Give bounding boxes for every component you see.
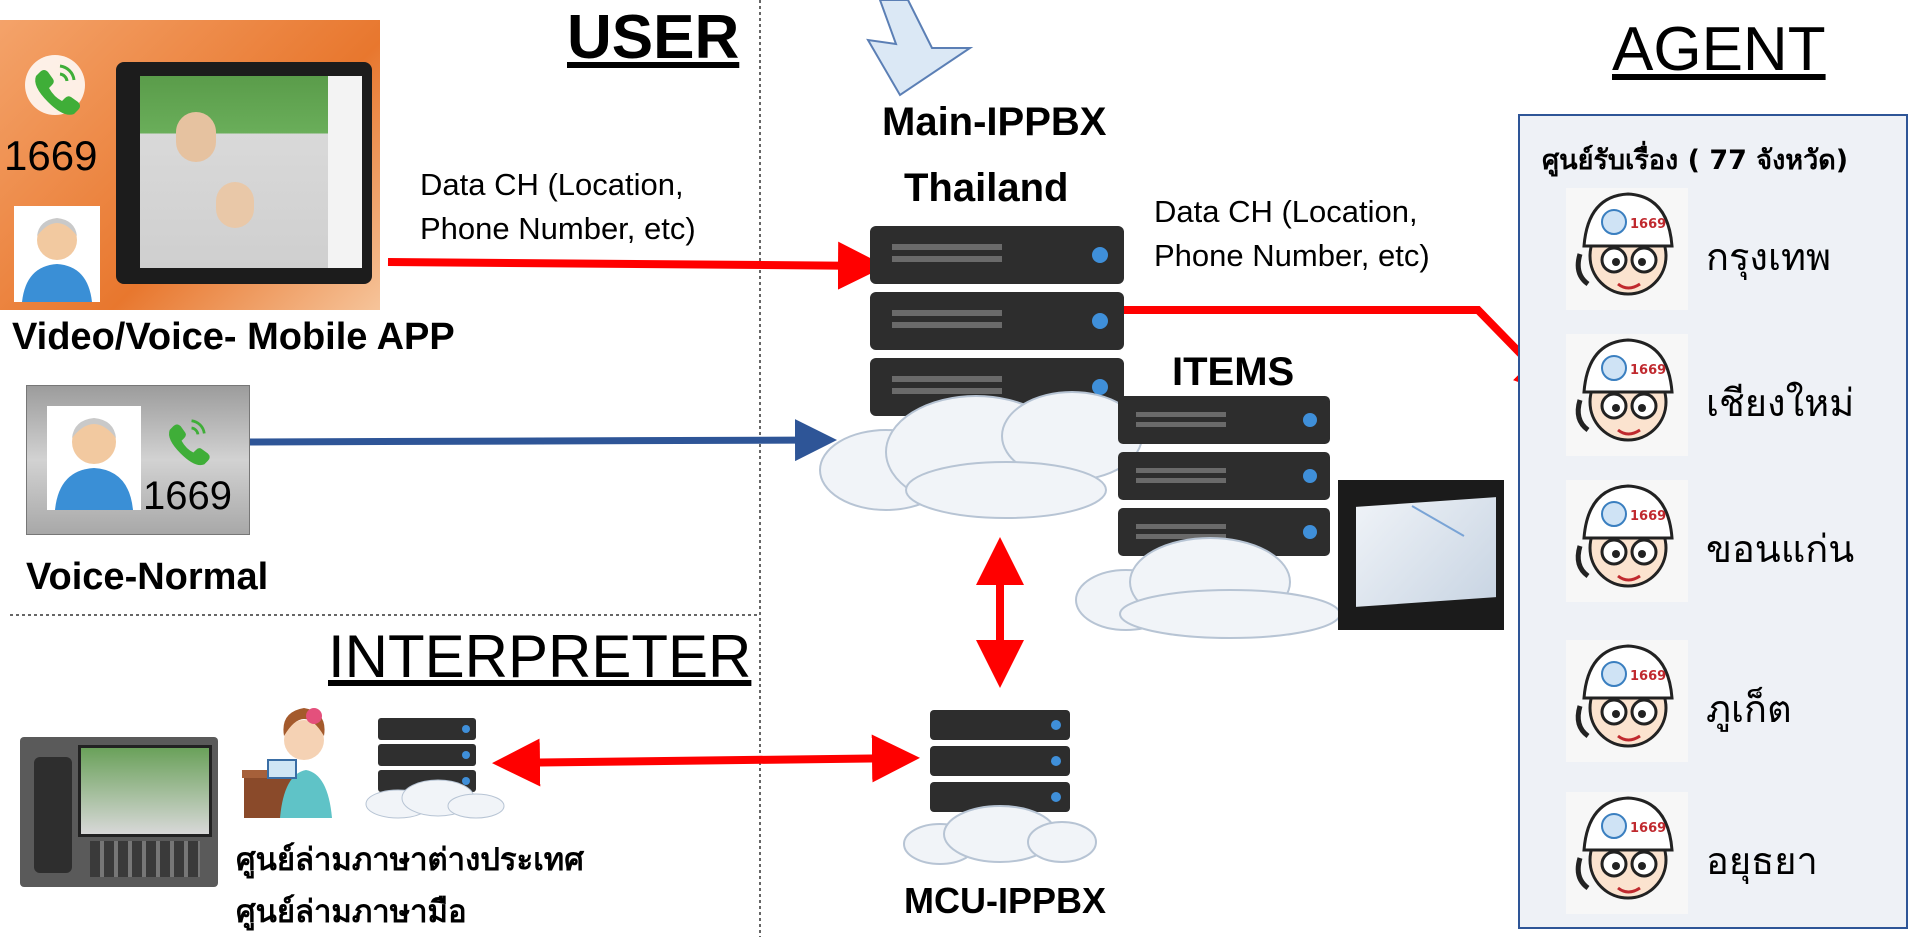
items-server-icon <box>1070 392 1350 642</box>
interpreter-heading: INTERPRETER <box>328 623 752 690</box>
agent-center-item: 1669 ขอนแก่น <box>1566 480 1896 602</box>
tablet-video-call-photo <box>116 62 372 284</box>
interpreter-center-sign: ศูนย์ล่ามภาษามือ <box>236 894 467 930</box>
mcu-server-icon <box>900 706 1100 874</box>
main-ippbx-server-icon <box>816 222 1156 522</box>
interpreter-center-foreign: ศูนย์ล่ามภาษาต่างประเทศ <box>236 842 584 878</box>
user-avatar-icon <box>47 406 141 510</box>
agent-center-item: 1669 เชียงใหม่ <box>1566 334 1896 456</box>
agent-center-name: ขอนแก่น <box>1706 527 1855 571</box>
mobile-data-channel-line-2: Phone Number, etc) <box>420 211 696 246</box>
agent-panel-title: ศูนย์รับเรื่อง ( 77 จังหวัด) <box>1542 145 1849 176</box>
mobile-to-main-arrow <box>387 241 886 290</box>
interpreter-server-icon <box>358 712 506 822</box>
interpreter-person-icon <box>242 706 338 820</box>
mobile-data-channel-text: Data CH (Location, Phone Number, etc) <box>420 163 696 251</box>
normal-voice-label: Voice-Normal <box>26 556 269 598</box>
agent-data-channel-line-1: Data CH (Location, <box>1154 194 1418 229</box>
call-taker-badge: 1669 <box>1630 217 1666 232</box>
agent-center-item: 1669 ภูเก็ต <box>1566 640 1896 762</box>
call-taker-badge: 1669 <box>1630 669 1666 684</box>
call-taker-badge: 1669 <box>1630 509 1666 524</box>
call-taker-icon: 1669 <box>1566 480 1688 602</box>
incoming-arrow <box>866 0 974 97</box>
agent-panel: ศูนย์รับเรื่อง ( 77 จังหวัด) 1669 กรุงเท… <box>1518 114 1908 929</box>
main-ippbx-country-label: Thailand <box>904 166 1069 210</box>
main-ippbx-label: Main-IPPBX <box>882 100 1107 144</box>
mobile-app-number: 1669 <box>4 132 98 179</box>
mobile-app-label: Video/Voice- Mobile APP <box>12 316 455 358</box>
items-map-screen-photo <box>1338 480 1504 630</box>
agent-center-item: 1669 อยุธยา <box>1566 792 1896 914</box>
user-heading: USER <box>567 3 740 72</box>
agent-data-channel-text: Data CH (Location, Phone Number, etc) <box>1154 190 1430 278</box>
call-taker-badge: 1669 <box>1630 821 1666 836</box>
call-taker-icon: 1669 <box>1566 334 1688 456</box>
agent-center-name: อยุธยา <box>1706 839 1818 883</box>
user-avatar-icon <box>14 206 100 302</box>
agent-center-name: เชียงใหม่ <box>1706 381 1855 425</box>
normal-voice-panel: 1669 <box>26 385 250 535</box>
video-phone-photo <box>20 737 218 887</box>
call-taker-icon: 1669 <box>1566 188 1688 310</box>
mcu-ippbx-label: MCU-IPPBX <box>904 880 1107 921</box>
call-taker-icon: 1669 <box>1566 640 1688 762</box>
agent-data-channel-line-2: Phone Number, etc) <box>1154 238 1430 273</box>
normal-voice-number: 1669 <box>143 474 232 518</box>
call-taker-badge: 1669 <box>1630 363 1666 378</box>
agent-center-name: กรุงเทพ <box>1706 235 1832 279</box>
mobile-app-panel: 1669 <box>0 20 380 310</box>
interpreter-mcu-link <box>492 734 920 787</box>
agent-heading: AGENT <box>1612 15 1826 84</box>
mobile-data-channel-line-1: Data CH (Location, <box>420 167 684 202</box>
agent-center-name: ภูเก็ต <box>1706 687 1792 731</box>
items-label: ITEMS <box>1172 350 1295 394</box>
voice-to-main-arrow <box>247 419 837 462</box>
call-taker-icon: 1669 <box>1566 792 1688 914</box>
phone-call-icon <box>157 408 217 468</box>
agent-center-item: 1669 กรุงเทพ <box>1566 188 1896 310</box>
phone-call-icon <box>22 52 88 118</box>
